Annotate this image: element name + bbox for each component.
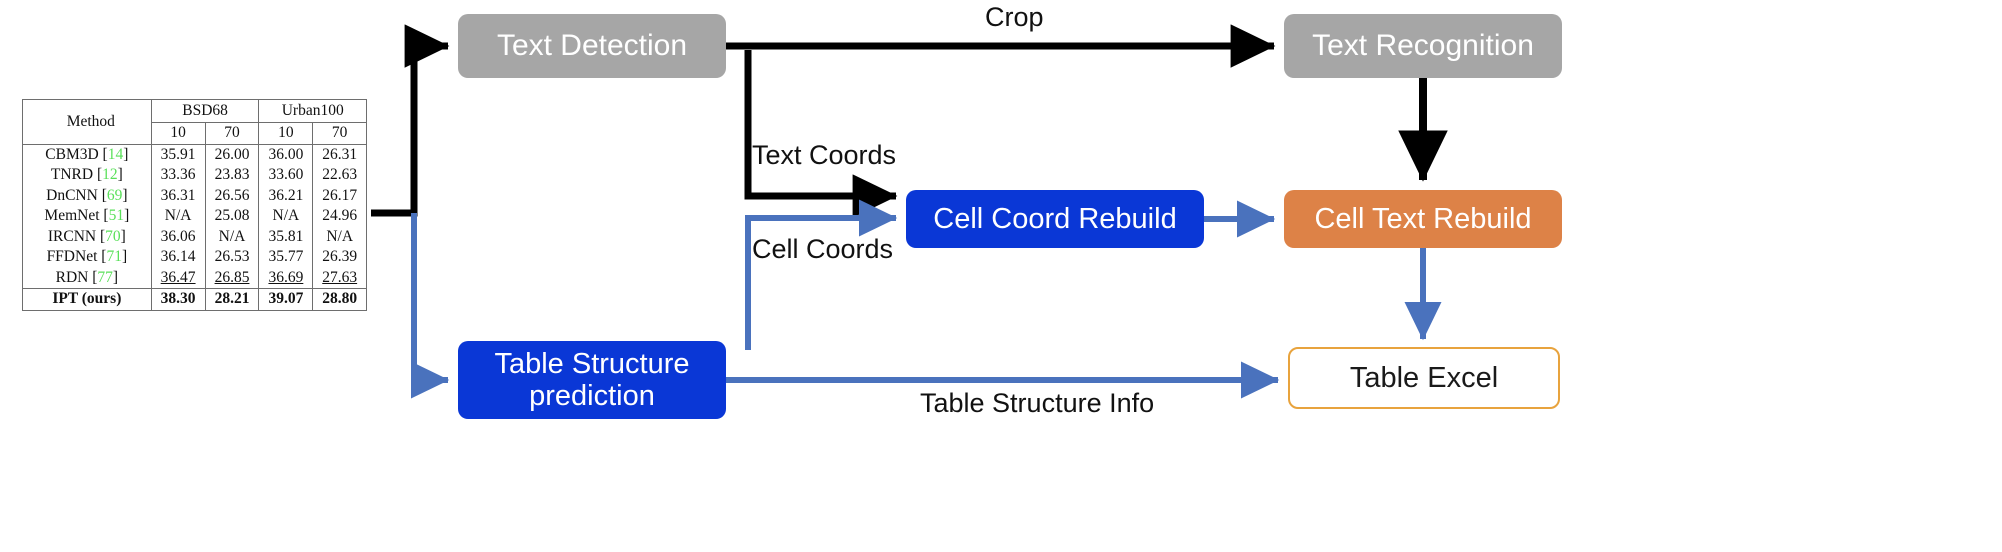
header-method: Method: [66, 112, 115, 130]
cell-value: 36.69: [258, 267, 313, 289]
edge-label-table-structure-info: Table Structure Info: [920, 388, 1155, 418]
edge-label-cell-coords: Cell Coords: [752, 234, 894, 264]
cell-value: 24.96: [312, 206, 366, 227]
cell-value: 23.83: [204, 165, 259, 186]
edge-table-to-text-detection: [371, 24, 450, 217]
citation-ref: 70: [105, 227, 121, 245]
subheader-bsd68-70: 70: [204, 122, 259, 145]
cell-method: MemNet [51]: [44, 207, 130, 225]
edge-to-table-structure: [410, 213, 450, 399]
header-urban100: Urban100: [258, 100, 366, 124]
reference-table-grid: Method BSD68 Urban100 10 70 10 70 CBM3D …: [23, 100, 366, 310]
cell-value: 33.60: [258, 165, 313, 186]
cell-value: 38.30: [150, 288, 206, 310]
subheader-urban100-70: 70: [312, 122, 366, 145]
cell-value: 36.06: [150, 226, 206, 248]
header-bsd68: BSD68: [150, 100, 259, 124]
cell-value: 39.07: [258, 288, 313, 310]
cell-value: N/A: [258, 206, 313, 227]
node-cell-text-rebuild[interactable]: Cell Text Rebuild: [1284, 190, 1562, 248]
node-text-recognition[interactable]: Text Recognition: [1284, 14, 1562, 78]
cell-value: 25.08: [204, 206, 259, 227]
cell-value: 26.53: [204, 247, 259, 268]
node-cell-coord-rebuild[interactable]: Cell Coord Rebuild: [906, 190, 1204, 248]
cell-value: 36.21: [258, 185, 313, 207]
node-table-excel[interactable]: Table Excel: [1288, 347, 1560, 409]
cell-value: 35.91: [150, 144, 206, 166]
citation-ref: 69: [106, 186, 123, 204]
subheader-urban100-10: 10: [258, 122, 313, 145]
edge-text-coords: [744, 50, 898, 218]
citation-ref: 77: [97, 268, 113, 286]
cell-value: 27.63: [312, 267, 366, 289]
cell-value: 22.63: [312, 165, 366, 186]
table-head: Method BSD68 Urban100 10 70 10 70: [23, 100, 366, 145]
cell-value: 26.31: [312, 144, 366, 166]
cell-method: CBM3D [14]: [45, 145, 129, 163]
reference-table: Method BSD68 Urban100 10 70 10 70 CBM3D …: [22, 99, 367, 311]
cell-method: IRCNN [70]: [47, 227, 126, 245]
cell-method: IPT (ours): [52, 290, 122, 308]
table-sub-header-row: 10 70 10 70: [23, 122, 366, 145]
node-table-structure-prediction[interactable]: Table Structure prediction: [458, 341, 726, 419]
cell-value: 33.36: [150, 165, 206, 186]
cell-value: 26.85: [204, 267, 259, 289]
cell-value: 28.21: [204, 288, 259, 310]
cell-value: 36.31: [150, 185, 206, 207]
citation-ref: 71: [106, 248, 122, 266]
cell-value: N/A: [312, 226, 366, 248]
edge-label-crop: Crop: [985, 2, 1044, 32]
citation-ref: 12: [102, 166, 118, 184]
cell-value: 36.47: [150, 267, 206, 289]
cell-value: 26.39: [312, 247, 366, 268]
cell-value: 36.00: [258, 144, 313, 166]
cell-method: TNRD [12]: [50, 166, 123, 184]
subheader-bsd68-10: 10: [150, 122, 206, 145]
citation-ref: 14: [107, 145, 124, 163]
cell-value: 26.17: [312, 185, 366, 207]
cell-value: N/A: [204, 226, 259, 248]
cell-value: 26.56: [204, 185, 259, 207]
node-text-detection[interactable]: Text Detection: [458, 14, 726, 78]
citation-ref: 51: [108, 207, 125, 225]
cell-value: 36.14: [150, 247, 206, 268]
cell-value: 35.77: [258, 247, 313, 268]
edge-cell-coords: [745, 199, 898, 350]
table-group-header-row: Method BSD68 Urban100: [23, 100, 366, 130]
cell-value: N/A: [150, 206, 206, 227]
cell-method: DnCNN [69]: [46, 186, 128, 204]
cell-method: FFDNet [71]: [46, 248, 128, 266]
cell-value: 35.81: [258, 226, 313, 248]
edge-label-text-coords: Text Coords: [752, 140, 897, 170]
cell-value: 28.80: [312, 288, 366, 310]
cell-value: 26.00: [204, 144, 259, 166]
cell-method: RDN [77]: [55, 268, 119, 286]
